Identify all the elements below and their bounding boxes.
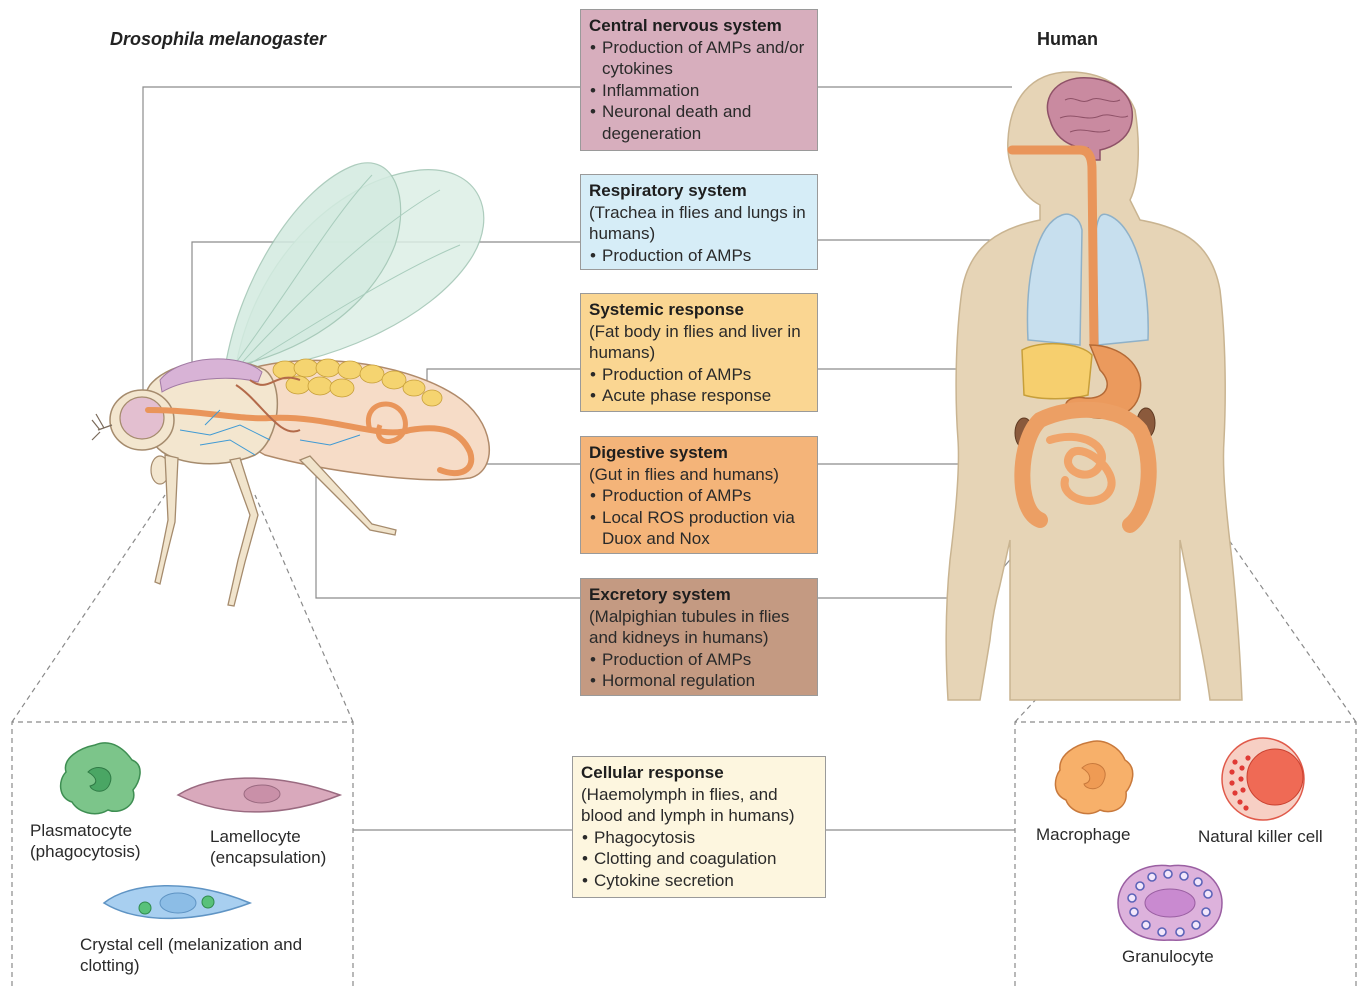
systemic-note: (Fat body in flies and liver in humans)	[589, 321, 809, 364]
respiratory-box: Respiratory system (Trachea in flies and…	[580, 174, 818, 270]
digestive-box: Digestive system (Gut in flies and human…	[580, 436, 818, 554]
human-header: Human	[1037, 29, 1098, 50]
human-illustration	[946, 72, 1242, 700]
fly-legs	[155, 455, 396, 606]
systemic-list: Production of AMPs Acute phase response	[589, 364, 809, 407]
digestive-item: Local ROS production via Duox and Nox	[589, 507, 809, 550]
granulocyte-label: Granulocyte	[1122, 946, 1214, 967]
excretory-box: Excretory system (Malpighian tubules in …	[580, 578, 818, 696]
systemic-box: Systemic response (Fat body in flies and…	[580, 293, 818, 412]
cellular-title: Cellular response	[581, 762, 817, 784]
cellular-item: Clotting and coagulation	[581, 848, 817, 870]
cellular-box: Cellular response (Haemolymph in flies, …	[572, 756, 826, 898]
respiratory-item: Production of AMPs	[589, 245, 809, 267]
plasmatocyte-label: Plasmatocyte (phagocytosis)	[30, 820, 170, 862]
crystal-cell-nucleus	[160, 893, 196, 913]
cns-item: Neuronal death and degeneration	[589, 101, 809, 144]
digestive-note: (Gut in flies and humans)	[589, 464, 809, 486]
nk-cell-nucleus	[1247, 749, 1303, 805]
fly-eye	[120, 397, 164, 439]
cns-item: Production of AMPs and/or cytokines	[589, 37, 809, 80]
respiratory-list: Production of AMPs	[589, 245, 809, 267]
excretory-item: Production of AMPs	[589, 649, 809, 671]
cellular-item: Phagocytosis	[581, 827, 817, 849]
cns-list: Production of AMPs and/or cytokines Infl…	[589, 37, 809, 145]
cns-box: Central nervous system Production of AMP…	[580, 9, 818, 151]
granulocyte-nucleus	[1145, 889, 1195, 917]
excretory-list: Production of AMPs Hormonal regulation	[589, 649, 809, 692]
systemic-item: Production of AMPs	[589, 364, 809, 386]
human-liver	[1022, 344, 1092, 399]
lamellocyte-label: Lamellocyte (encapsulation)	[210, 826, 350, 868]
nk-cell-label: Natural killer cell	[1198, 826, 1323, 847]
lamellocyte-nucleus	[244, 785, 280, 803]
fly-zoom-ray-right	[255, 495, 353, 722]
macrophage-label: Macrophage	[1036, 824, 1131, 845]
respiratory-note: (Trachea in flies and lungs in humans)	[589, 202, 809, 245]
excretory-item: Hormonal regulation	[589, 670, 809, 692]
crystal-granule-1	[139, 902, 151, 914]
fly-illustration	[92, 163, 489, 606]
fly-header: Drosophila melanogaster	[110, 29, 326, 50]
systemic-item: Acute phase response	[589, 385, 809, 407]
respiratory-title: Respiratory system	[589, 180, 809, 202]
fly-antenna	[92, 414, 112, 440]
fly-zoom-ray-left	[12, 495, 165, 722]
cns-title: Central nervous system	[589, 15, 809, 37]
human-zoom-ray-right	[1224, 533, 1356, 722]
cns-item: Inflammation	[589, 80, 809, 102]
crystal-cell-label: Crystal cell (melanization and clotting)	[80, 934, 310, 976]
digestive-list: Production of AMPs Local ROS production …	[589, 485, 809, 550]
digestive-item: Production of AMPs	[589, 485, 809, 507]
crystal-granule-2	[202, 896, 214, 908]
excretory-title: Excretory system	[589, 584, 809, 606]
cellular-note: (Haemolymph in flies, and blood and lymp…	[581, 784, 817, 827]
systemic-title: Systemic response	[589, 299, 809, 321]
digestive-title: Digestive system	[589, 442, 809, 464]
excretory-note: (Malpighian tubules in flies and kidneys…	[589, 606, 809, 649]
cellular-item: Cytokine secretion	[581, 870, 817, 892]
cellular-list: Phagocytosis Clotting and coagulation Cy…	[581, 827, 817, 892]
